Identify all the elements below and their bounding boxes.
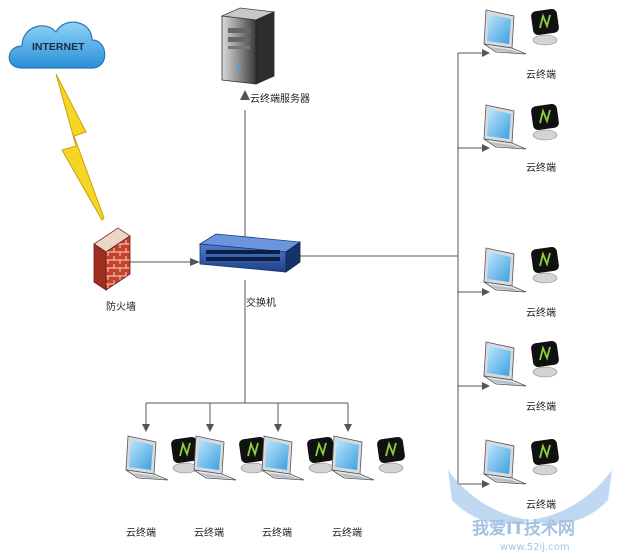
terminal-label: 云终端: [262, 526, 292, 539]
cloud-terminal: 云终端: [261, 435, 337, 539]
thin-client-icon: [529, 245, 561, 284]
thin-client-icon: [529, 102, 561, 141]
cloud-terminal: 云终端: [483, 339, 561, 413]
thin-client-icon: [529, 339, 561, 378]
terminal-label: 云终端: [526, 498, 556, 511]
server-label: 云终端服务器: [250, 92, 310, 105]
laptop-icon: [331, 435, 375, 481]
cloud-icon: [8, 21, 106, 69]
laptop-icon: [483, 247, 527, 293]
laptop-icon: [483, 104, 527, 150]
switch: 交换机: [198, 233, 302, 309]
cloud-terminal: 云终端: [483, 7, 561, 81]
laptop-icon: [483, 341, 527, 387]
thin-client-icon: [529, 437, 561, 476]
terminal-label: 云终端: [332, 526, 362, 539]
switch-icon: [198, 233, 302, 273]
right-terminal-group: 云终端 云终端 云终端 云终端 云终端: [483, 7, 561, 511]
cloud-terminal: 云终端: [483, 102, 561, 174]
cloud-terminal: 云终端: [483, 437, 561, 511]
server: 云终端服务器: [220, 7, 310, 105]
terminal-label: 云终端: [126, 526, 156, 539]
watermark-url: www.52ij.com: [500, 542, 570, 553]
cloud-terminal: 云终端: [331, 435, 407, 539]
cloud-terminal: 云终端: [125, 435, 201, 539]
bottom-terminal-group: 云终端 云终端 云终端 云终端: [125, 435, 407, 539]
lightning-bolt-icon: [55, 73, 105, 221]
cloud-terminal: 云终端: [483, 245, 561, 319]
terminal-label: 云终端: [526, 400, 556, 413]
connection-lines: [128, 52, 482, 485]
thin-client-icon: [305, 435, 337, 474]
watermark-title: 我爱IT技术网: [472, 518, 575, 539]
laptop-icon: [193, 435, 237, 481]
terminal-label: 云终端: [194, 526, 224, 539]
terminal-label: 云终端: [526, 161, 556, 174]
cloud-terminal: 云终端: [193, 435, 269, 539]
switch-label: 交换机: [246, 296, 276, 309]
laptop-icon: [483, 439, 527, 485]
firewall-icon: [93, 227, 131, 291]
terminal-label: 云终端: [526, 68, 556, 81]
thin-client-icon: [375, 435, 407, 474]
internet-cloud: INTERNET: [8, 21, 106, 69]
thin-client-icon: [529, 7, 561, 46]
internet-label: INTERNET: [32, 41, 85, 53]
laptop-icon: [125, 435, 169, 481]
server-icon: [220, 7, 276, 85]
terminal-label: 云终端: [526, 306, 556, 319]
firewall: 防火墙: [93, 227, 136, 313]
watermark: 我爱IT技术网 www.52ij.com: [448, 470, 612, 553]
laptop-icon: [483, 9, 527, 55]
wings-logo: [448, 470, 612, 524]
firewall-label: 防火墙: [106, 300, 136, 313]
laptop-icon: [261, 435, 305, 481]
